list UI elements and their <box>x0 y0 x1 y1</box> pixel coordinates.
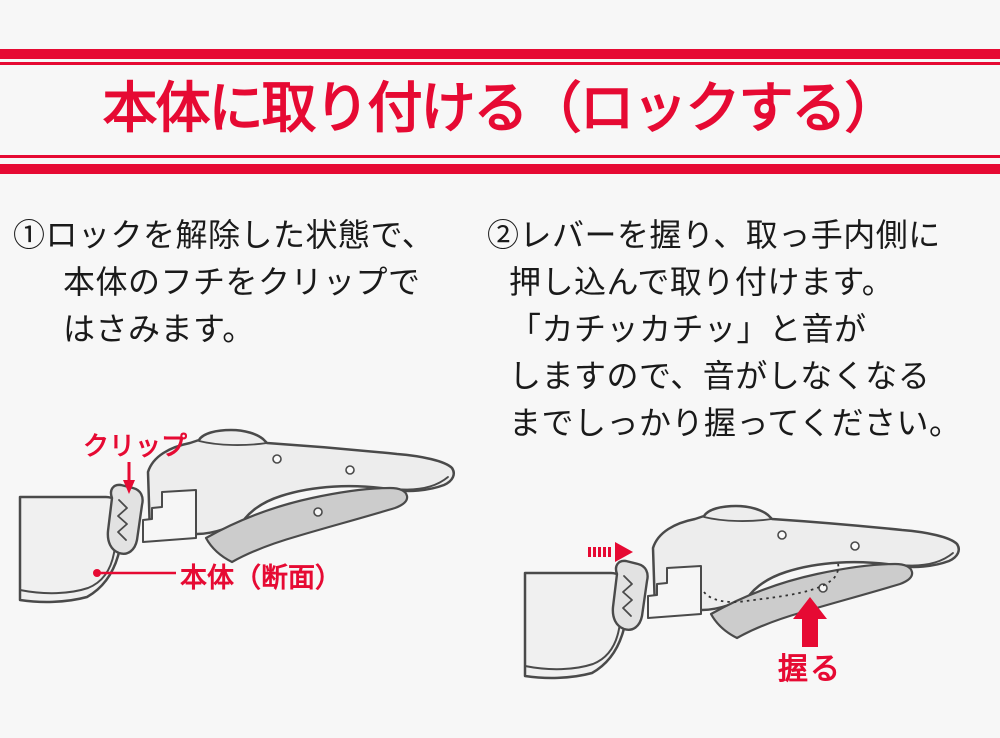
squeeze-up-arrow-icon <box>793 597 827 647</box>
header-rule-top-thin <box>0 62 1000 65</box>
figure-1-annotations <box>93 462 176 577</box>
clip-pointer-arrowhead-icon <box>123 480 135 494</box>
step-2-instructions: ②レバーを握り、取っ手内側に 押し込んで取り付けます。 「カチッカチッ」と音が … <box>487 212 961 447</box>
figures-illustration <box>18 428 960 680</box>
clip-label: クリップ <box>83 431 188 461</box>
instruction-line: 本体のフチをクリップで <box>63 264 421 300</box>
instruction-line: 「カチッカチッ」と音が <box>509 311 867 347</box>
figure-2-annotations <box>588 542 840 647</box>
body-cross-section-label: 本体（断面） <box>180 563 342 593</box>
instruction-line: はさみます。 <box>63 311 255 347</box>
header-rule-bottom-thick <box>0 164 1000 174</box>
instruction-line: ①ロックを解除した状態で、 <box>13 217 435 253</box>
instruction-line: しますので、音がしなくなる <box>509 358 931 394</box>
page-title: 本体に取り付ける（ロックする） <box>102 77 899 139</box>
instruction-line: ②レバーを握り、取っ手内側に <box>487 217 941 253</box>
lever-released-dotted-outline <box>703 562 840 603</box>
push-direction-dashed-arrow-icon <box>588 542 633 562</box>
step-1-instructions: ①ロックを解除した状態で、 本体のフチをクリップで はさみます。 <box>13 212 434 353</box>
figure-2-pan-handle <box>523 504 960 680</box>
grip-label: 握る <box>778 653 842 686</box>
instruction-line: までしっかり握ってください。 <box>509 405 962 441</box>
instruction-line: 押し込んで取り付けます。 <box>509 264 895 300</box>
header-rule-top-thick <box>0 49 1000 59</box>
header-rule-bottom-thin <box>0 155 1000 158</box>
